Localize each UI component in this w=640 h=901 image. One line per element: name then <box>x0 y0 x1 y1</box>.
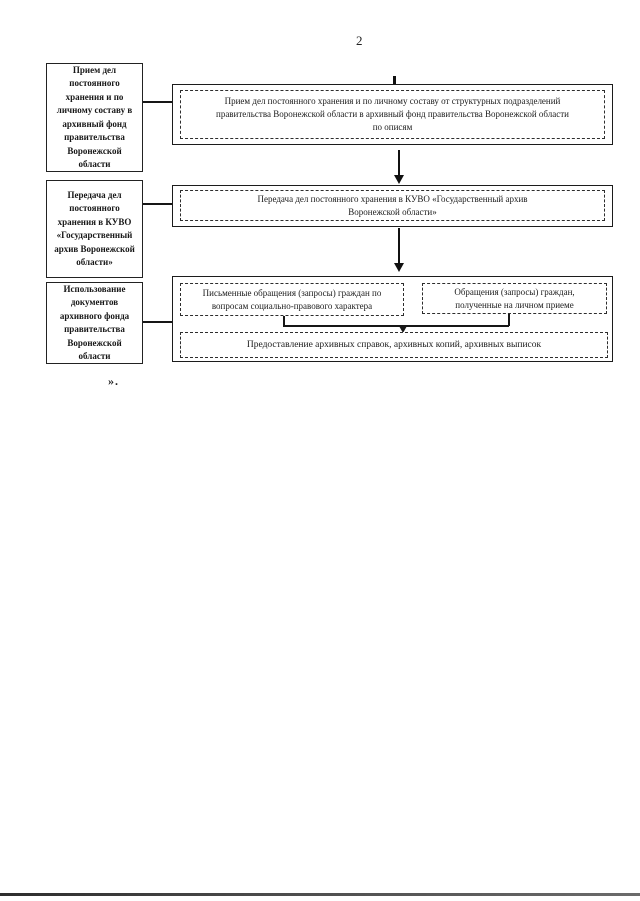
page-number: 2 <box>356 33 363 48</box>
flow-step1-label: Прием дел постоянного хранения и по личн… <box>216 96 569 132</box>
flow-step2-label: Передача дел постоянного хранения в КУВО… <box>257 193 528 217</box>
incoming-arrow-tick <box>393 76 396 84</box>
connector-stage1-line <box>143 101 172 103</box>
merge-left-stub <box>283 316 285 326</box>
arrow-down-1-icon <box>394 175 404 184</box>
stage-box-transfer-label: Передача дел постоянного хранения в КУВО… <box>54 189 135 268</box>
flow-step3-result-label: Предоставление архивных справок, архивны… <box>246 339 542 350</box>
flow-step3-written-requests-box: Письменные обращения (запросы) граждан п… <box>180 283 404 316</box>
closing-quote-mark: ». <box>108 374 119 388</box>
connector-stage2-line <box>143 203 172 205</box>
connector-stage3-line <box>143 321 172 323</box>
flow-step3-personal-requests-box: Обращения (запросы) граждан, полученные … <box>422 283 607 314</box>
stage-box-usage: Использование документов архивного фонда… <box>46 282 143 364</box>
flow-step3-outer-box: Письменные обращения (запросы) граждан п… <box>172 276 613 362</box>
flow-step1-outer-box: Прием дел постоянного хранения и по личн… <box>172 84 613 145</box>
arrow-down-2-shaft <box>398 228 401 264</box>
stage-box-reception-label: Прием дел постоянного хранения и по личн… <box>56 64 133 170</box>
flow-step3-written-requests-label: Письменные обращения (запросы) граждан п… <box>202 287 382 311</box>
flow-step2-outer-box: Передача дел постоянного хранения в КУВО… <box>172 185 613 227</box>
scan-edge-line <box>0 893 640 896</box>
merge-right-stub <box>508 314 510 326</box>
stage-box-usage-label: Использование документов архивного фонда… <box>59 283 130 362</box>
merge-horizontal-line <box>283 325 509 327</box>
stage-box-transfer: Передача дел постоянного хранения в КУВО… <box>46 180 143 278</box>
stage-box-reception: Прием дел постоянного хранения и по личн… <box>46 63 143 172</box>
flow-step3-result-box: Предоставление архивных справок, архивны… <box>180 332 608 358</box>
merge-arrow-down-icon <box>399 326 407 333</box>
flow-step1-dashed-box: Прием дел постоянного хранения и по личн… <box>180 90 605 139</box>
arrow-down-1-shaft <box>398 150 401 176</box>
flow-step3-personal-requests-label: Обращения (запросы) граждан, полученные … <box>454 286 575 310</box>
flow-step2-dashed-box: Передача дел постоянного хранения в КУВО… <box>180 190 605 221</box>
arrow-down-2-icon <box>394 263 404 272</box>
